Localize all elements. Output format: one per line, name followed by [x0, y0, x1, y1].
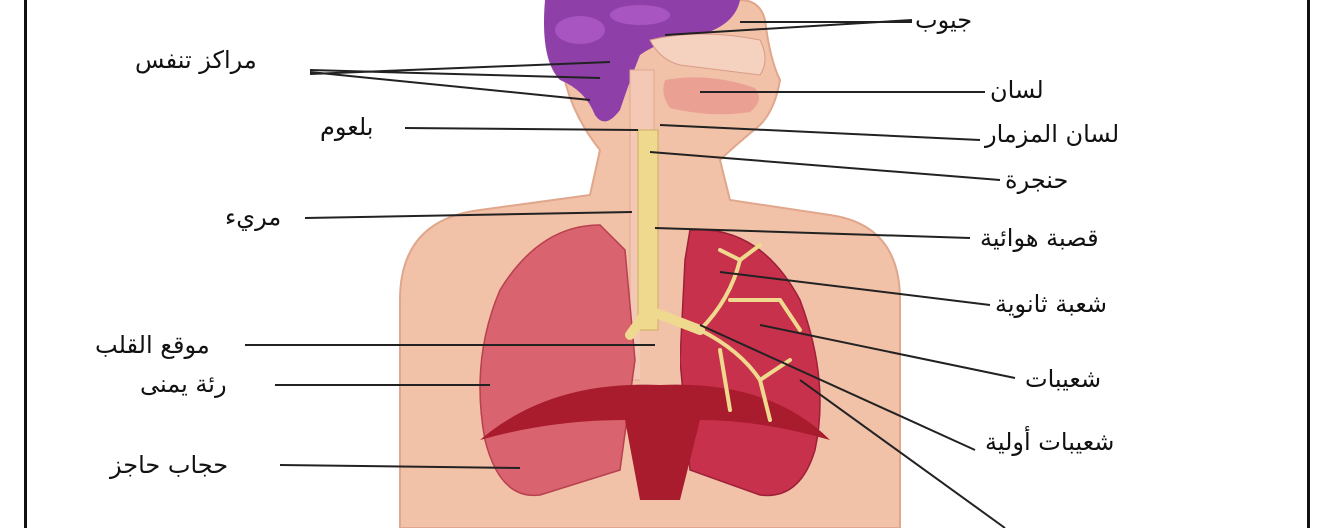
label-sinuses: جيوب: [915, 8, 972, 32]
brain-lobe-highlight: [555, 16, 605, 44]
trachea-tube: [638, 130, 658, 330]
label-respiratory-centers: مراكز تنفس: [135, 48, 257, 72]
label-primary-bronchioles: شعيبات أولية: [985, 430, 1114, 454]
label-bronchioles: شعيبات: [1025, 367, 1101, 391]
label-secondary-bronchus: شعبة ثانوية: [995, 292, 1107, 316]
label-trachea: قصبة هوائية: [980, 226, 1099, 250]
label-heart-location: موقع القلب: [95, 333, 210, 357]
label-diaphragm: حجاب حاجز: [110, 453, 228, 477]
label-epiglottis: لسان المزمار: [985, 122, 1119, 146]
label-pharynx: بلعوم: [320, 115, 373, 139]
heart-location-gap: [640, 330, 680, 390]
label-right-lung: رئة يمنى: [140, 372, 227, 396]
label-esophagus: مريء: [225, 205, 281, 229]
label-larynx: حنجرة: [1005, 168, 1068, 192]
brain-lobe-highlight-2: [610, 5, 670, 25]
label-tongue: لسان: [990, 78, 1044, 102]
